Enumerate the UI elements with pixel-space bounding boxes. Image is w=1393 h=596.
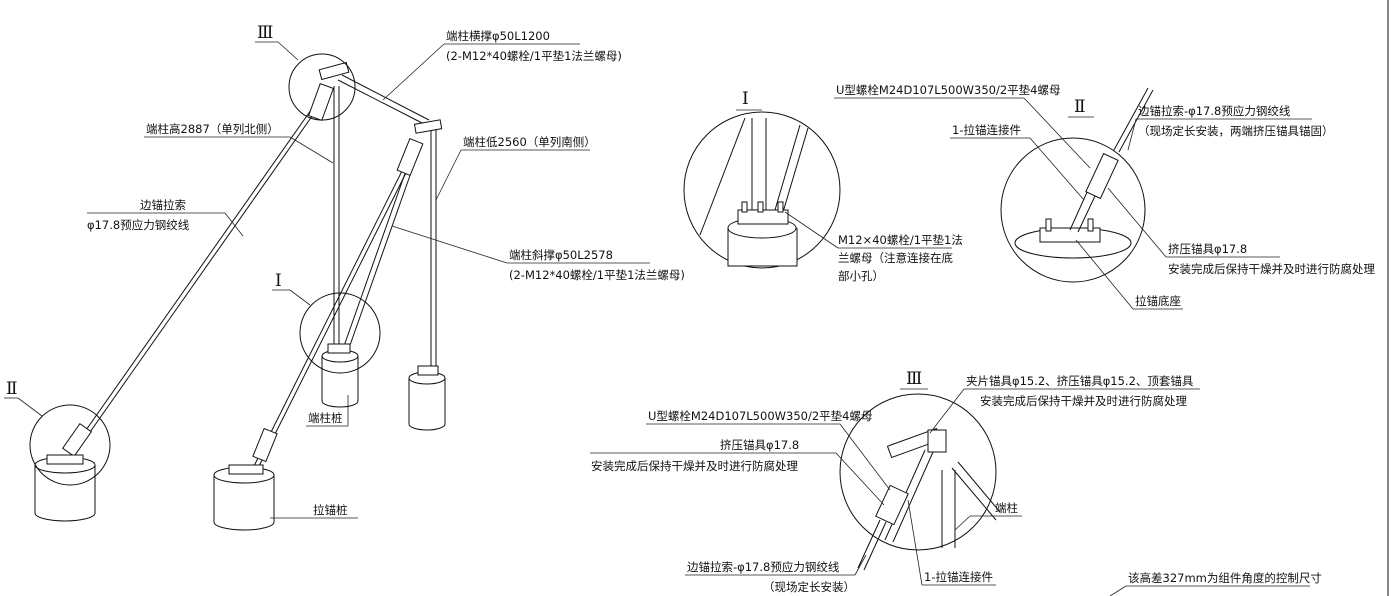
detail-II-connector: 1-拉锚连接件 (952, 123, 1021, 137)
detail-III-u-bolt: U型螺栓M24D107L500W350/2平垫4螺母 (648, 409, 872, 423)
detail-II-base: 拉锚底座 (1135, 294, 1181, 308)
detail-III-cable: 边锚拉索-φ17.8预应力钢绞线 (687, 560, 840, 574)
detail-III-cable-note: （现场定长安装） (763, 580, 855, 594)
detail-I-circle (683, 111, 841, 269)
detail-circle-III (288, 53, 356, 121)
edge-cable-left (71, 99, 323, 453)
detail-II-u-bolt: U型螺栓M24D107L500W350/2平垫4螺母 (836, 83, 1060, 97)
label-tall-post: 端柱高2887（单列北侧） (146, 122, 279, 136)
detail-circle-II (29, 404, 111, 486)
post-pile-short (408, 371, 446, 431)
detail-I-bolt-note-1: M12×40螺栓/1平垫1法 (838, 233, 963, 247)
anchor-hardware-left (46, 423, 93, 465)
detail-III: Ⅲ 夹片锚具φ15.2、挤压锚具φ15.2、顶套锚具 安装完成后保持干燥并及时进… (590, 369, 1200, 594)
detail-II-anchor: 挤压锚具φ17.8 (1168, 242, 1247, 256)
marker-II-overview: Ⅱ (6, 379, 18, 399)
detail-III-connector: 1-拉锚连接件 (924, 570, 993, 584)
label-edge-cable: 边锚拉索 (140, 198, 186, 212)
detail-III-circle (839, 393, 997, 551)
detail-III-clip-anchor: 夹片锚具φ15.2、挤压锚具φ15.2、顶套锚具 (966, 374, 1194, 388)
detail-I-bolt-note-2: 兰螺母（注意连接在底 (838, 251, 953, 265)
detail-I: Ⅰ M12×40螺栓/1平垫1法 兰螺母（注意连接在底 部小孔） (683, 89, 963, 283)
base-hardware-tall (327, 343, 351, 354)
label-top-strut-bolts: (2-M12*40螺栓/1平垫1法兰螺母) (446, 49, 622, 63)
post-pile-tall (321, 349, 359, 408)
anchor-hardware-center (228, 427, 278, 475)
footer-note: 该高差327mm为组件角度的控制尺寸 (1109, 571, 1322, 596)
anchor-pile-center (213, 466, 275, 531)
detail-III-clip-note: 安装完成后保持干燥并及时进行防腐处理 (980, 394, 1187, 408)
marker-III-detail: Ⅲ (906, 369, 922, 389)
label-short-post: 端柱低2560（单列南侧） (463, 135, 596, 149)
detail-II-cable-note: （现场定长安装，两端挤压锚具锚固） (1138, 124, 1334, 138)
overview-annotations: Ⅲ Ⅰ Ⅱ 端柱横撑φ50L1200 (2-M12*40螺栓/1平垫1法兰螺母)… (4, 23, 685, 519)
label-post-pile: 端柱桩 (308, 411, 343, 425)
short-post (430, 130, 437, 372)
label-anchor-pile: 拉锚桩 (313, 503, 348, 517)
detail-II-anchor-note: 安装完成后保持干燥并及时进行防腐处理 (1168, 262, 1375, 276)
edge-cable-center (253, 154, 415, 469)
detail-circle-I (299, 292, 381, 374)
marker-II-detail: Ⅱ (1074, 97, 1086, 117)
marker-I-overview: Ⅰ (275, 271, 282, 291)
detail-I-bolt-note-3: 部小孔） (838, 269, 884, 283)
detail-III-anchor: 挤压锚具φ17.8 (720, 438, 799, 452)
top-hardware-short (396, 119, 443, 177)
top-hardware-tall (307, 61, 350, 122)
diagonal-brace (343, 147, 420, 349)
marker-III-overview: Ⅲ (257, 23, 273, 43)
label-top-strut: 端柱横撑φ50L1200 (446, 29, 550, 43)
anchor-pile-left (34, 456, 96, 522)
detail-III-anchor-note: 安装完成后保持干燥并及时进行防腐处理 (591, 459, 798, 473)
label-diag-brace: 端柱斜撑φ50L2578 (509, 248, 613, 262)
label-edge-cable-spec: φ17.8预应力钢绞线 (87, 218, 190, 232)
footer-note-text: 该高差327mm为组件角度的控制尺寸 (1128, 571, 1322, 585)
detail-III-post: 端柱 (995, 501, 1018, 515)
base-hardware-short (417, 365, 439, 376)
anchor-base-plate (1039, 227, 1101, 243)
detail-II-cable: 边锚拉索-φ17.8预应力钢绞线 (1138, 104, 1291, 118)
detail-II: Ⅱ U型螺栓M24D107L500W350/2平垫4螺母 边锚拉索-φ17.8预… (834, 83, 1375, 310)
marker-I-detail: Ⅰ (742, 89, 749, 109)
detail-II-circle (1000, 137, 1146, 283)
label-diag-brace-bolts: (2-M12*40螺栓/1平垫1法兰螺母) (509, 268, 685, 282)
overview-structure (29, 53, 446, 531)
